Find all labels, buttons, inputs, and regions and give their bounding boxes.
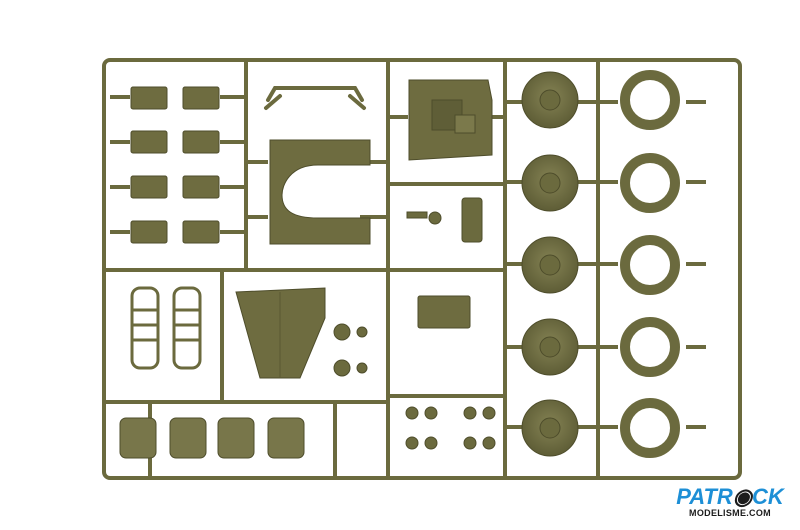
logo-brand-part2: CK [752,484,784,509]
logo-brand-part1: PATR [676,484,733,509]
logo-brand: PATR◉CK [670,486,790,508]
watermark-logo: PATR◉CK MODELISME.COM [670,486,790,524]
logo-circle-icon: ◉ [732,484,753,509]
logo-tagline: MODELISME.COM [689,508,771,518]
